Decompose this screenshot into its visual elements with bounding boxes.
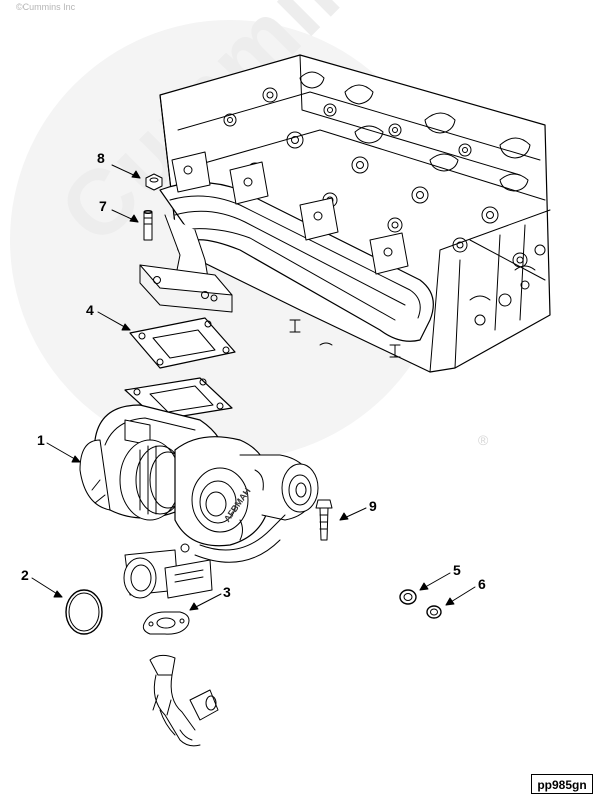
part-8-nut (145, 173, 163, 191)
part-7-stud (143, 210, 153, 241)
part-5-washer (399, 589, 417, 605)
registered-mark: ® (478, 432, 489, 448)
callout-5: 5 (453, 562, 461, 578)
callout-8: 8 (97, 150, 105, 166)
cylinder-head (159, 54, 551, 373)
reference-code: pp985gn (531, 774, 593, 794)
callout-9: 9 (369, 498, 377, 514)
copyright-text: ©Cummins Inc (16, 2, 76, 12)
part-3-gasket (142, 611, 190, 635)
callout-4: 4 (86, 302, 94, 318)
callout-6: 6 (478, 576, 486, 592)
callout-1: 1 (37, 432, 45, 448)
callout-2: 2 (21, 567, 29, 583)
leader-lines (31, 164, 476, 611)
end-face-details (469, 244, 546, 326)
part-2-seal-ring (65, 589, 103, 635)
oil-drain-tube (149, 654, 219, 747)
exhaust-manifold (139, 151, 434, 358)
part-9-bolt (315, 499, 333, 541)
callout-3: 3 (223, 584, 231, 600)
part-6-washer (426, 605, 442, 619)
callout-7: 7 (99, 198, 107, 214)
part-1-turbocharger (79, 377, 319, 599)
part-4-gasket (129, 317, 236, 369)
cam-journals (299, 71, 531, 192)
